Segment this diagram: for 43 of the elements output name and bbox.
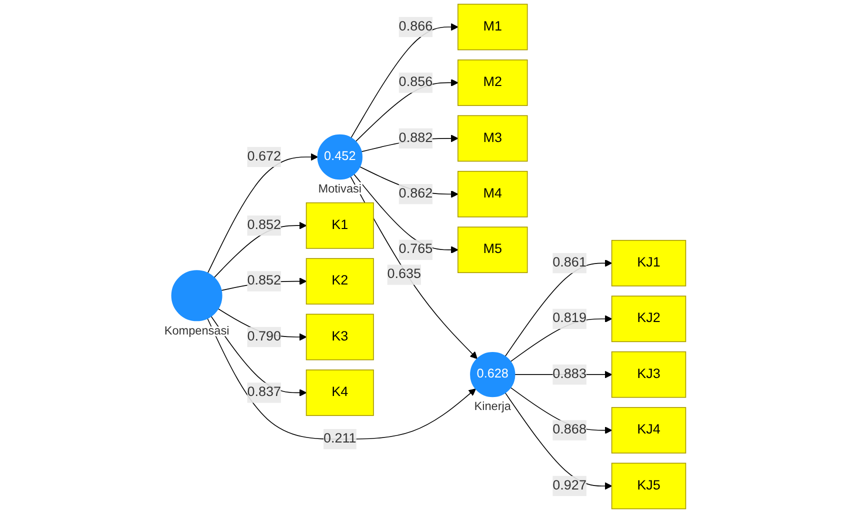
edge-label: 0.883: [552, 366, 586, 382]
arrow: [504, 259, 612, 357]
node-circle: [171, 270, 222, 322]
node-box: K1: [306, 202, 374, 249]
node-box: M2: [458, 60, 528, 106]
edge-label: 0.882: [398, 130, 433, 146]
arrow: [350, 23, 458, 138]
node-box: KJ2: [611, 296, 686, 342]
node-box: K2: [306, 258, 374, 305]
node-box: KJ3: [611, 351, 686, 398]
node-box: KJ4: [611, 407, 686, 454]
edge-label: 0.927: [552, 478, 586, 493]
edge-label: 0.852: [247, 274, 281, 288]
arrow: [210, 316, 307, 396]
edge-label: 0.856: [398, 75, 433, 90]
node-box: KJ5: [611, 462, 686, 510]
node-box: M5: [458, 226, 528, 274]
node-caption: Kinerja: [474, 399, 511, 414]
edge-label: 0.837: [247, 385, 281, 400]
arrow: [350, 176, 478, 360]
node-box: K4: [306, 370, 374, 416]
edge-label: 0.852: [247, 218, 281, 232]
arrow: [207, 153, 318, 274]
node-circle: 0.452: [317, 134, 362, 180]
node-box: K3: [306, 314, 374, 360]
node-box: KJ1: [611, 240, 686, 286]
edge-label: 0.790: [247, 329, 281, 344]
arrow: [354, 174, 458, 254]
edge-label: 0.672: [247, 149, 281, 164]
arrow: [504, 392, 612, 490]
edge-label: 0.868: [552, 422, 586, 438]
arrow: [207, 318, 476, 440]
edge-label: 0.862: [398, 186, 433, 201]
edge-label: 0.819: [552, 311, 586, 326]
node-box: M1: [458, 4, 528, 50]
node-box: M4: [458, 170, 528, 218]
node-circle: 0.628: [470, 352, 516, 398]
edge-label: 0.635: [387, 267, 422, 282]
node-box: M3: [458, 115, 528, 162]
edge-label: 0.765: [398, 242, 433, 257]
edge-label: 0.861: [552, 256, 586, 270]
edge-label: 0.866: [398, 19, 433, 34]
edge-label: 0.211: [324, 432, 356, 446]
